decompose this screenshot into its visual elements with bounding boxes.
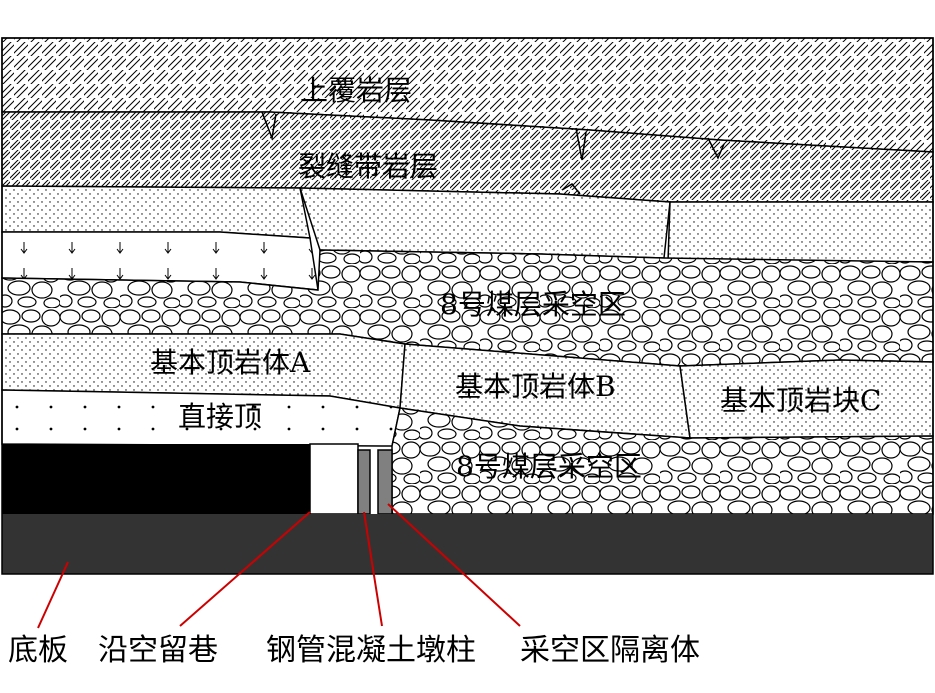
coal-seam: [2, 444, 310, 514]
leader-steel-pier: [363, 511, 383, 627]
stratum-labels: 上覆岩层 裂缝带岩层 8号煤层采空区 基本顶岩体A 基本顶岩体B 基本顶岩块C …: [150, 74, 881, 483]
sandstone-stratum-upper-right: [667, 201, 934, 263]
label-main-roof-b: 基本顶岩体B: [455, 370, 616, 403]
leader-floor: [37, 561, 69, 629]
legend-goaf-isolation: 采空区隔离体: [520, 633, 700, 668]
label-goaf-lower: 8号煤层采空区: [456, 450, 642, 483]
sandstone-stratum-upper-middle: [298, 187, 671, 259]
legend-floor: 底板: [8, 633, 68, 668]
label-main-roof-a: 基本顶岩体A: [150, 346, 311, 379]
label-fracture-zone: 裂缝带岩层: [298, 150, 438, 183]
legend-gob-side-roadway: 沿空留巷: [98, 633, 218, 668]
strata-layers: [1, 37, 934, 575]
gob-side-roadway: [309, 443, 359, 515]
bottom-legend: 底板 沿空留巷 钢管混凝土墩柱 采空区隔离体: [8, 633, 700, 668]
leader-roadway: [179, 511, 311, 627]
floor-stratum: [2, 514, 933, 574]
label-main-roof-c: 基本顶岩块C: [720, 384, 881, 417]
sandstone-stratum-upper-left: [1, 185, 311, 239]
steel-tube-pier: [357, 449, 371, 515]
label-goaf-upper: 8号煤层采空区: [440, 288, 626, 321]
fracture-crack: [561, 183, 581, 195]
diagram-border: [1, 37, 934, 575]
label-immediate-roof: 直接顶: [178, 400, 262, 433]
leader-lines: [37, 503, 521, 629]
label-overburden: 上覆岩层: [300, 74, 412, 107]
fracture-crack: [261, 111, 725, 161]
leader-goaf-isolation: [387, 503, 521, 627]
legend-steel-tube-pier: 钢管混凝土墩柱: [266, 633, 476, 668]
